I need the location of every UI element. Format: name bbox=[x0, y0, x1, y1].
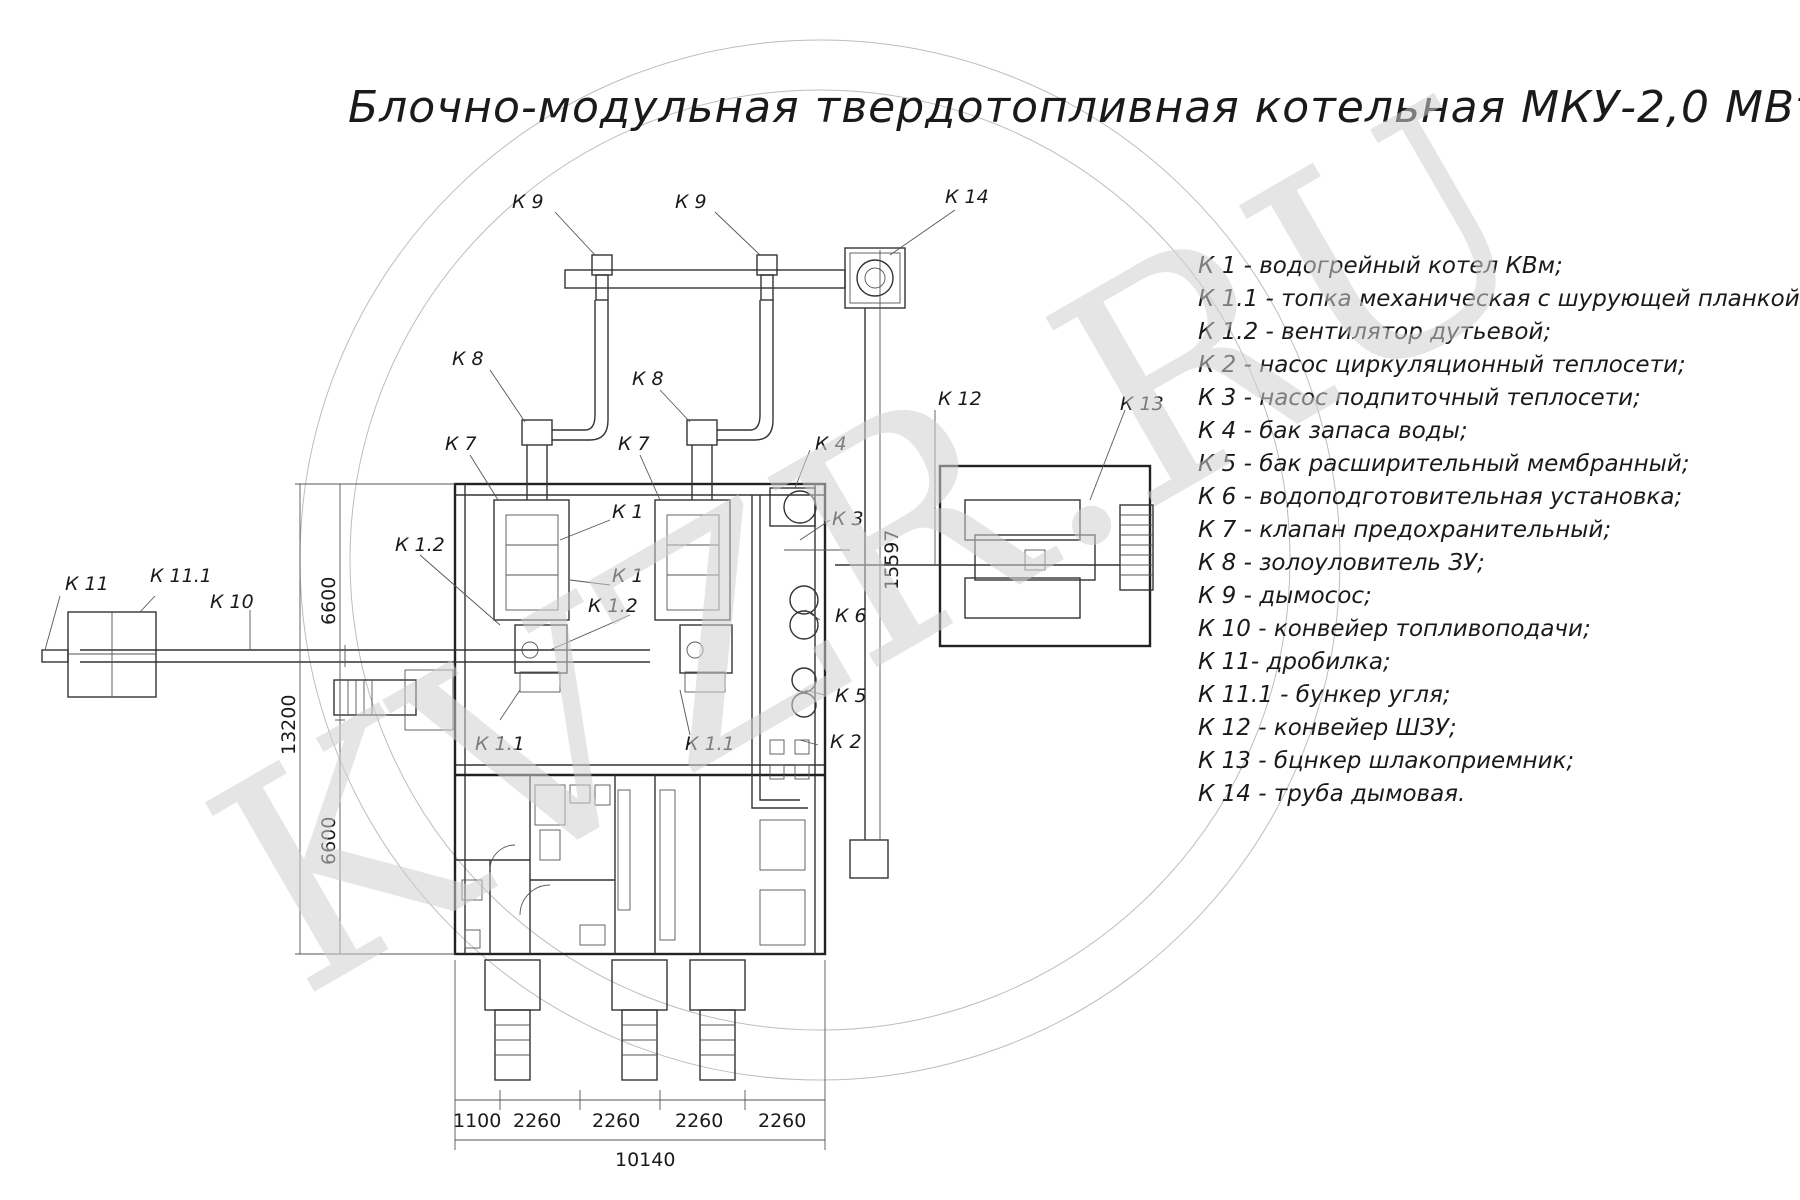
legend-item: К 11- дробилка; bbox=[1198, 649, 1391, 675]
legend-item: К 6 - водоподготовительная установка; bbox=[1198, 484, 1682, 510]
callout-k10: К 10 bbox=[210, 591, 254, 613]
legend-item: К 3 - насос подпиточный теплосети; bbox=[1198, 385, 1641, 411]
dim-left-lower: 6600 bbox=[318, 817, 340, 865]
callout-k7-right: К 7 bbox=[618, 433, 650, 455]
dim-bottom-4: 2260 bbox=[675, 1110, 723, 1132]
flue-ducts bbox=[521, 247, 906, 500]
callout-k3: К 3 bbox=[832, 508, 864, 530]
main-building bbox=[453, 482, 827, 956]
fuel-conveyor bbox=[41, 611, 650, 698]
building-outline bbox=[453, 482, 827, 956]
callout-k11-left: К 1.1 bbox=[475, 733, 525, 755]
callout-k8-left: К 8 bbox=[452, 348, 484, 370]
construction-arc-inner bbox=[349, 89, 1291, 1031]
callout-k111: К 11.1 bbox=[150, 565, 212, 587]
callout-k4: К 4 bbox=[815, 433, 847, 455]
dim-bottom-5: 2260 bbox=[758, 1110, 806, 1132]
legend-item: К 1 - водогрейный котел КВм; bbox=[1198, 253, 1563, 279]
dim-bottom-1: 1100 bbox=[453, 1110, 501, 1132]
callout-k13: К 13 bbox=[1120, 393, 1164, 415]
dim-bottom-total: 10140 bbox=[615, 1149, 675, 1171]
callout-k11: К 11 bbox=[65, 573, 109, 595]
callout-k5: К 5 bbox=[835, 685, 867, 707]
slag-conveyor bbox=[849, 308, 889, 879]
callout-k1-top: К 1 bbox=[612, 501, 644, 523]
callout-k12: К 12 bbox=[938, 388, 982, 410]
watermark: KVZR.RU bbox=[161, 35, 1591, 1062]
callout-k11-mid: К 1.1 bbox=[685, 733, 735, 755]
dim-left-upper: 6600 bbox=[318, 577, 340, 625]
bottom-stairs bbox=[484, 959, 746, 1081]
dim-left-total: 13200 bbox=[278, 695, 300, 755]
callout-k2: К 2 bbox=[830, 731, 862, 753]
callout-k12-mid: К 1.2 bbox=[588, 595, 638, 617]
callout-k1-mid: К 1 bbox=[612, 565, 644, 587]
legend-item: К 4 - бак запаса воды; bbox=[1198, 418, 1468, 444]
callout-leaders bbox=[44, 209, 1126, 746]
dim-bottom-3: 2260 bbox=[592, 1110, 640, 1132]
callout-labels: К 9 К 9 К 14 К 8 К 8 К 7 К 7 К 4 К 1 К 1… bbox=[65, 186, 1164, 755]
boiler-left bbox=[493, 499, 570, 693]
dimension-lines bbox=[295, 250, 881, 1150]
legend-item: К 12 - конвейер ШЗУ; bbox=[1198, 715, 1457, 741]
dimension-labels: 6600 13200 6600 15597 1100 2260 2260 226… bbox=[278, 530, 903, 1171]
crusher bbox=[41, 649, 69, 663]
callout-k12-left: К 1.2 bbox=[395, 534, 445, 556]
dim-bottom-2: 2260 bbox=[513, 1110, 561, 1132]
callout-k8-right: К 8 bbox=[632, 368, 664, 390]
callout-k14: К 14 bbox=[945, 186, 989, 208]
legend-item: К 9 - дымосос; bbox=[1198, 583, 1372, 609]
callout-k9-right: К 9 bbox=[675, 191, 707, 213]
callout-k9-left: К 9 bbox=[512, 191, 544, 213]
legend-item: К 14 - труба дымовая. bbox=[1198, 781, 1465, 807]
legend-item: К 1.2 - вентилятор дутьевой; bbox=[1198, 319, 1551, 345]
callout-k7-left: К 7 bbox=[445, 433, 477, 455]
dim-right-vertical: 15597 bbox=[881, 530, 903, 590]
legend-item: К 11.1 - бункер угля; bbox=[1198, 682, 1451, 708]
legend-item: К 1.1 - топка механическая с шурующей пл… bbox=[1198, 286, 1800, 312]
legend-item: К 8 - золоуловитель ЗУ; bbox=[1198, 550, 1485, 576]
legend-item: К 2 - насос циркуляционный теплосети; bbox=[1198, 352, 1686, 378]
legend-item: К 5 - бак расширительный мембранный; bbox=[1198, 451, 1689, 477]
legend: К 1 - водогрейный котел КВм; К 1.1 - топ… bbox=[1198, 253, 1800, 807]
slag-bunker-block bbox=[835, 464, 1154, 648]
legend-item: К 10 - конвейер топливоподачи; bbox=[1198, 616, 1591, 642]
drawing-title: Блочно-модульная твердотопливная котельн… bbox=[348, 82, 1800, 133]
callout-k6: К 6 bbox=[835, 605, 867, 627]
pipelines bbox=[751, 487, 850, 809]
legend-item: К 13 - бцнкер шлакоприемник; bbox=[1198, 748, 1574, 774]
legend-item: К 7 - клапан предохранительный; bbox=[1198, 517, 1611, 543]
